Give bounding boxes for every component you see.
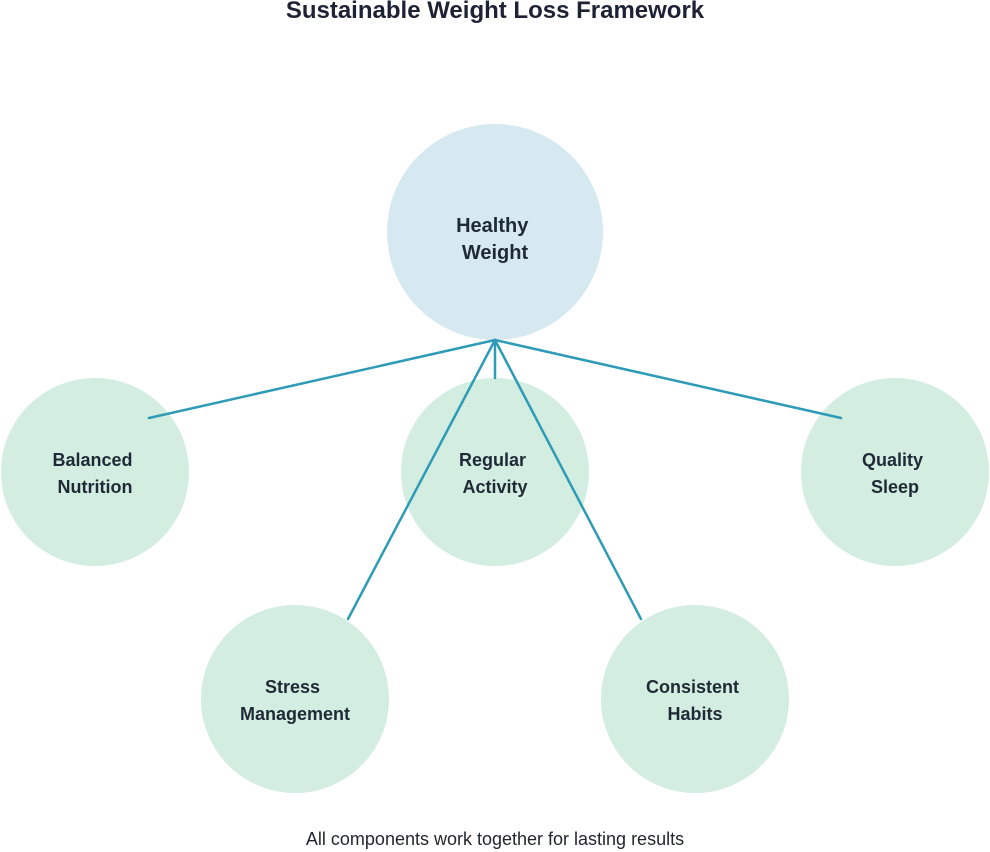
balanced-nutrition-label-line-1: Balanced	[52, 450, 132, 470]
center-node-label-line-2: Weight	[462, 242, 529, 264]
regular-activity-label-line-2: Activity	[462, 477, 527, 497]
regular-activity-label: Regular Activity	[459, 450, 531, 497]
consistent-habits-label-line-2: Habits	[667, 704, 722, 724]
regular-activity-label-line-1: Regular	[459, 450, 526, 470]
quality-sleep-label-line-1: Quality	[862, 450, 923, 470]
regular-activity-circle	[401, 378, 589, 566]
connector-balanced-nutrition	[147, 338, 497, 420]
center-node-label: Healthy Weight	[456, 215, 534, 264]
quality-sleep-label: Quality Sleep	[862, 450, 928, 497]
center-node-circle	[387, 124, 603, 340]
diagram-title: Sustainable Weight Loss Framework	[285, 0, 705, 24]
diagram-footer-note: All components work together for lasting…	[305, 829, 685, 849]
consistent-habits-label-line-1: Consistent	[646, 677, 739, 697]
connector-stress-management	[346, 338, 497, 621]
balanced-nutrition-circle	[1, 378, 189, 566]
consistent-habits-circle	[601, 605, 789, 793]
consistent-habits-label: Consistent Habits	[646, 677, 744, 724]
balanced-nutrition-label-line-2: Nutrition	[58, 477, 133, 497]
stress-management-label: Stress Management	[240, 677, 350, 724]
stress-management-circle	[201, 605, 389, 793]
center-node-label-line-1: Healthy	[456, 215, 529, 237]
balanced-nutrition-label: Balanced Nutrition	[52, 450, 137, 497]
quality-sleep-circle	[801, 378, 989, 566]
connector-consistent-habits	[493, 338, 643, 621]
stress-management-label-line-1: Stress	[265, 677, 320, 697]
stress-management-label-line-2: Management	[240, 704, 350, 724]
quality-sleep-label-line-2: Sleep	[871, 477, 919, 497]
connector-quality-sleep	[493, 338, 843, 420]
